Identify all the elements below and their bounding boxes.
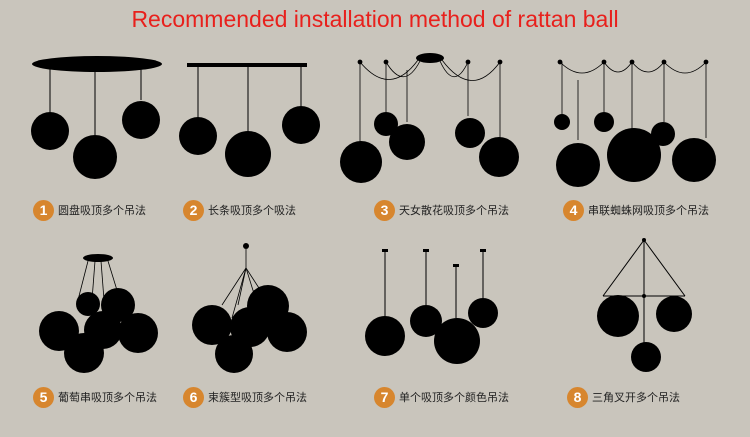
method-3-caption: 3 天女散花吸顶多个吊法 bbox=[374, 198, 509, 222]
number-badge: 2 bbox=[183, 199, 204, 221]
method-2-illustration bbox=[179, 63, 320, 177]
method-label: 束簇型吸顶多个吊法 bbox=[208, 391, 307, 404]
number-badge: 8 bbox=[567, 386, 588, 408]
method-label: 天女散花吸顶多个吊法 bbox=[399, 204, 509, 217]
method-7-caption: 7 单个吸顶多个颜色吊法 bbox=[374, 385, 509, 409]
method-label: 圆盘吸顶多个吊法 bbox=[58, 204, 146, 217]
method-6-illustration bbox=[192, 243, 307, 373]
method-label: 长条吸顶多个吸法 bbox=[208, 204, 296, 217]
method-7-illustration bbox=[365, 249, 498, 364]
method-5-caption: 5 葡萄串吸顶多个吊法 bbox=[33, 385, 157, 409]
method-8-caption: 8 三角叉开多个吊法 bbox=[567, 385, 680, 409]
method-3-illustration bbox=[340, 53, 519, 183]
number-badge: 6 bbox=[183, 386, 204, 408]
method-label: 三角叉开多个吊法 bbox=[592, 391, 680, 404]
number-badge: 3 bbox=[374, 199, 395, 221]
method-8-illustration bbox=[597, 238, 692, 372]
method-label: 单个吸顶多个颜色吊法 bbox=[399, 391, 509, 404]
method-1-caption: 1 圆盘吸顶多个吊法 bbox=[33, 198, 146, 222]
page-title: Recommended installation method of ratta… bbox=[131, 6, 619, 32]
method-label: 葡萄串吸顶多个吊法 bbox=[58, 391, 157, 404]
number-badge: 1 bbox=[33, 199, 54, 221]
method-6-caption: 6 束簇型吸顶多个吊法 bbox=[183, 385, 307, 409]
number-badge: 7 bbox=[374, 386, 395, 408]
method-1-illustration bbox=[31, 56, 162, 179]
method-label: 串联蜘蛛网吸顶多个吊法 bbox=[588, 204, 709, 217]
method-5-illustration bbox=[39, 254, 158, 373]
method-4-illustration bbox=[554, 59, 716, 187]
number-badge: 4 bbox=[563, 199, 584, 221]
method-2-caption: 2 长条吸顶多个吸法 bbox=[183, 198, 296, 222]
number-badge: 5 bbox=[33, 386, 54, 408]
method-4-caption: 4 串联蜘蛛网吸顶多个吊法 bbox=[563, 198, 709, 222]
